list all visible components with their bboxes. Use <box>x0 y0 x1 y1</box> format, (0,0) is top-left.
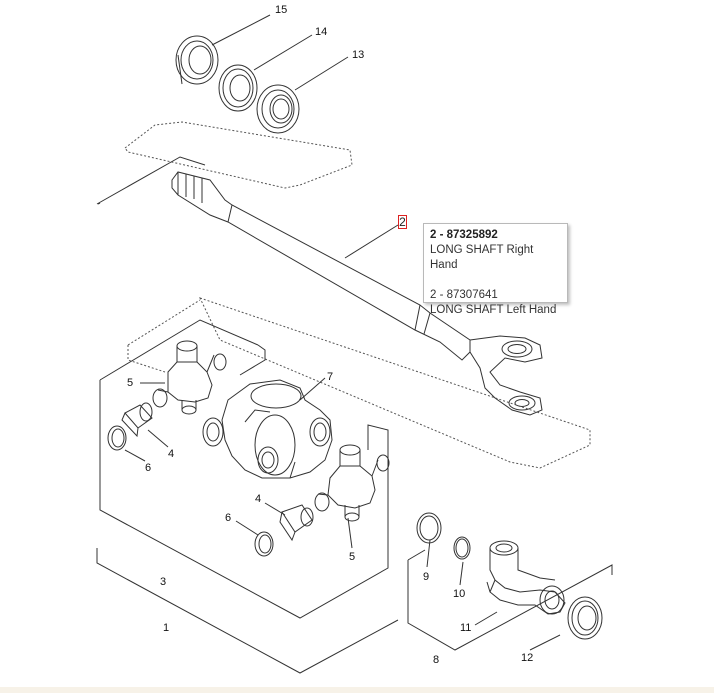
bearing-cap-4-lower[interactable] <box>279 504 314 542</box>
bracket-8 <box>407 560 613 651</box>
u-joint-5-lower[interactable] <box>314 444 390 522</box>
leader-14 <box>253 34 313 71</box>
snap-ring-10[interactable] <box>453 536 471 560</box>
coupler-dashed-outline <box>127 299 201 346</box>
snap-ring-9[interactable] <box>416 512 442 544</box>
bracket-1 <box>96 548 399 674</box>
leader-7 <box>299 377 326 401</box>
snap-ring-6-upper[interactable] <box>107 425 127 451</box>
center-coupler-7[interactable] <box>202 379 333 479</box>
tooltip-part2-number: 2 - 87307641 <box>430 289 498 301</box>
bracket-3 <box>99 380 389 619</box>
callout-labels: 15 14 13 7 5 4 6 4 6 5 3 1 9 10 11 8 12 <box>127 4 533 666</box>
leader-2 <box>344 224 399 259</box>
callout-10[interactable]: 10 <box>453 588 465 600</box>
callout-12[interactable]: 12 <box>521 652 533 664</box>
long-shaft[interactable] <box>171 171 543 416</box>
seal-12[interactable] <box>567 596 603 640</box>
yoke-11[interactable] <box>486 540 566 615</box>
callout-1[interactable]: 1 <box>163 622 169 634</box>
callout-4-lower[interactable]: 4 <box>255 493 261 505</box>
leader-6a <box>124 449 146 462</box>
tooltip-part1-number: 2 - 87325892 <box>430 229 498 241</box>
bearing-15[interactable] <box>175 35 219 85</box>
callout-5-lower[interactable]: 5 <box>349 551 355 563</box>
callout-11[interactable]: 11 <box>460 622 471 634</box>
leader-6b <box>235 520 259 536</box>
snap-ring-6-lower[interactable] <box>254 531 274 557</box>
shaft-bracket-line <box>96 156 206 205</box>
tooltip-part2-name: LONG SHAFT Left Hand <box>430 304 557 316</box>
bearing-cap-4-upper[interactable] <box>121 402 153 438</box>
callout-3[interactable]: 3 <box>160 576 166 588</box>
bearing-group-dashed-outline <box>124 121 353 189</box>
seal-13[interactable] <box>256 84 300 134</box>
callout-14[interactable]: 14 <box>315 26 327 38</box>
callout-6-upper[interactable]: 6 <box>145 462 151 474</box>
callout-6-lower[interactable]: 6 <box>225 512 231 524</box>
callout-5-upper[interactable]: 5 <box>127 377 133 389</box>
callout-8[interactable]: 8 <box>433 654 439 666</box>
leader-11 <box>474 611 498 626</box>
leader-10 <box>459 561 464 586</box>
leader-15 <box>211 14 271 46</box>
tooltip-part1-name: LONG SHAFT Right Hand <box>430 244 534 271</box>
seal-14[interactable] <box>218 64 258 112</box>
bottom-strip <box>0 687 714 693</box>
leader-13 <box>294 56 349 91</box>
callout-4-upper[interactable]: 4 <box>168 448 174 460</box>
callout-7[interactable]: 7 <box>327 371 333 383</box>
leader-12 <box>529 634 561 651</box>
part-tooltip: 2 - 87325892 LONG SHAFT Right Hand 2 - 8… <box>423 223 568 316</box>
callout-2-hotspot[interactable]: 2 <box>398 215 407 229</box>
leader-5b <box>347 517 353 549</box>
shaft-end-dashed-outline <box>199 297 591 469</box>
shaft-bracket-diagonal <box>97 202 101 205</box>
leader-9 <box>426 539 431 568</box>
leader-4a <box>147 429 169 448</box>
callout-9[interactable]: 9 <box>423 571 429 583</box>
callout-15[interactable]: 15 <box>275 4 287 16</box>
callout-13[interactable]: 13 <box>352 49 364 61</box>
callout-2: 2 <box>399 215 406 229</box>
u-joint-5-upper[interactable] <box>152 340 227 415</box>
